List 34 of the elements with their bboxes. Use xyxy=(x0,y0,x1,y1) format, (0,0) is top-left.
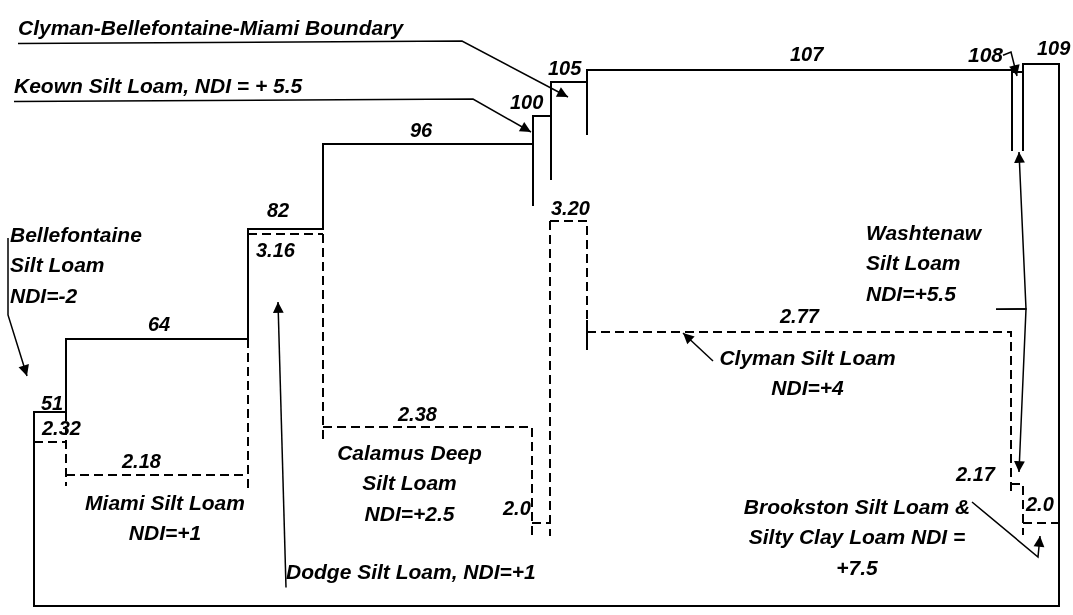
value-label: 51 xyxy=(41,393,64,413)
value-label: 3.20 xyxy=(551,198,590,218)
leader-line xyxy=(7,237,29,377)
leader-line xyxy=(272,301,287,589)
soil-label: Clyman-Bellefontaine-Miami Boundary xyxy=(18,15,405,41)
leader-line xyxy=(17,40,569,98)
soil-label: Brookston Silt Loam & Silty Clay Loam NDI = +7.5 xyxy=(742,494,972,581)
value-label: 2.0 xyxy=(503,498,531,518)
value-label: 2.17 xyxy=(956,464,995,484)
leader-line xyxy=(1002,51,1020,77)
value-label: 3.16 xyxy=(256,240,295,260)
soil-label: Clyman Silt Loam NDI=+4 xyxy=(718,345,897,402)
soil-label: Bellefontaine Silt Loam NDI=-2 xyxy=(10,222,143,309)
value-label: 96 xyxy=(410,120,433,140)
soil-label: Washtenaw Silt Loam NDI=+5.5 xyxy=(866,220,983,307)
leader-line xyxy=(682,332,714,362)
soil-label: Calamus Deep Silt Loam NDI=+2.5 xyxy=(336,440,483,527)
value-label: 105 xyxy=(548,58,582,78)
value-label: 107 xyxy=(790,44,824,64)
value-label: 82 xyxy=(267,200,290,220)
leader-line xyxy=(995,308,1027,473)
value-label: 64 xyxy=(148,314,171,334)
soil-label: Miami Silt Loam NDI=+1 xyxy=(84,490,246,547)
value-label: 2.77 xyxy=(780,306,819,326)
value-label: 100 xyxy=(510,92,544,112)
soil-label: Keown Silt Loam, NDI = + 5.5 xyxy=(14,73,304,99)
value-label: 2.18 xyxy=(122,451,161,471)
soil-label: 108 xyxy=(968,42,1004,68)
leader-line xyxy=(13,98,532,133)
value-label: 2.0 xyxy=(1026,494,1054,514)
soil-label: Dodge Silt Loam, NDI=+1 xyxy=(286,559,537,585)
value-label: 109 xyxy=(1037,38,1071,58)
leader-line xyxy=(971,501,1045,559)
value-label: 2.38 xyxy=(398,404,437,424)
